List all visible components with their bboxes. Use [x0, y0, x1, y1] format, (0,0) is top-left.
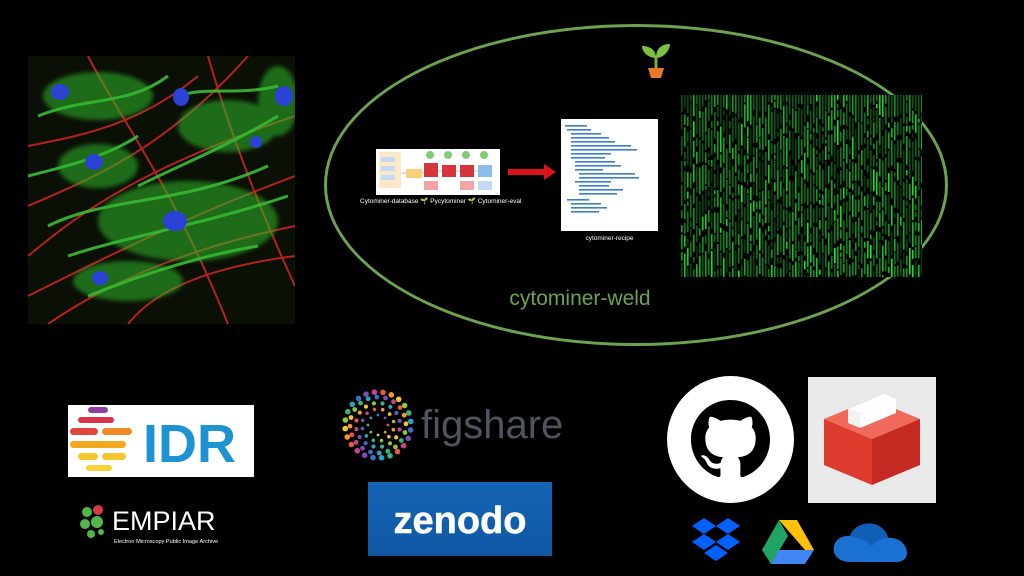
idr-logo-text: IDR — [143, 414, 236, 474]
matrix-code-image — [680, 95, 922, 277]
package-box-icon[interactable] — [808, 377, 936, 503]
pipeline-diagram-thumbnail — [376, 149, 500, 195]
recipe-config-thumbnail — [561, 119, 658, 231]
empiar-logo[interactable]: EMPIAR Electron Microscopy Public Image … — [78, 503, 258, 549]
recipe-caption: cytominer-recipe — [585, 235, 634, 242]
github-icon[interactable] — [667, 376, 794, 503]
cell-microscopy-image — [28, 56, 295, 324]
cytominer-weld-label: cytominer-weld — [509, 287, 651, 310]
cytominer-weld-ellipse — [324, 24, 948, 346]
figshare-logo[interactable]: figshare — [342, 388, 578, 462]
arrow-icon — [508, 164, 556, 180]
onedrive-icon[interactable] — [830, 518, 910, 566]
empiar-title: EMPIAR — [112, 506, 216, 536]
figshare-text: figshare — [421, 403, 563, 447]
idr-logo[interactable]: IDR — [68, 405, 254, 477]
dropbox-icon[interactable] — [690, 516, 742, 564]
empiar-subtitle: Electron Microscopy Public Image Archive — [114, 539, 218, 545]
seedling-icon — [638, 40, 674, 80]
google-drive-icon[interactable] — [760, 518, 816, 566]
pipeline-caption: Cytominer-database 🌱 Pycytominer 🌱 Cytom… — [360, 198, 522, 205]
zenodo-logo[interactable]: zenodo — [368, 482, 552, 556]
zenodo-text: zenodo — [394, 500, 527, 542]
